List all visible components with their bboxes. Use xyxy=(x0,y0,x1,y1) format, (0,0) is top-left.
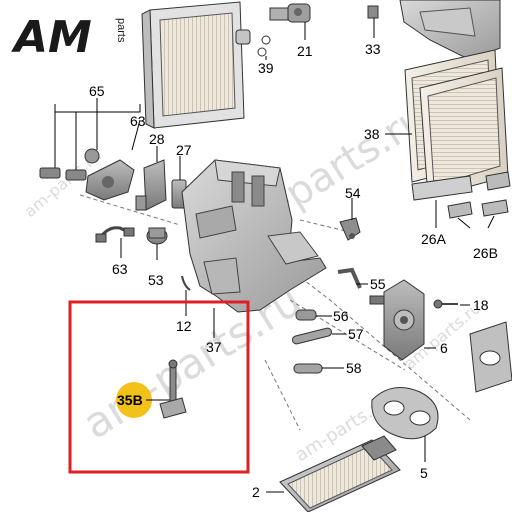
part-57-rod xyxy=(291,327,333,345)
callout-63-top: 63 xyxy=(130,113,146,129)
callout-26b: 26B xyxy=(473,245,498,261)
callout-35b: 35B xyxy=(117,392,143,408)
highlight-box xyxy=(68,300,250,474)
callout-6: 6 xyxy=(440,340,448,356)
part-33-clip xyxy=(367,5,379,19)
part-top-right-housing xyxy=(399,0,501,61)
part-37-heater-housing xyxy=(181,159,327,313)
callout-5: 5 xyxy=(420,465,428,481)
callout-27: 27 xyxy=(176,142,192,158)
callout-57: 57 xyxy=(348,326,364,342)
callout-54: 54 xyxy=(345,185,361,201)
part-6-servo-motor xyxy=(369,279,425,361)
part-63-wire-clip xyxy=(95,226,135,243)
callout-18: 18 xyxy=(473,297,489,313)
callout-33: 33 xyxy=(365,41,381,57)
part-56-link xyxy=(295,309,317,321)
part-2-heater-core xyxy=(279,435,401,512)
part-21-valve xyxy=(269,3,311,23)
callout-53: 53 xyxy=(148,272,164,288)
callout-39: 39 xyxy=(258,60,274,76)
part-53-motor xyxy=(146,227,168,245)
callout-65: 65 xyxy=(89,83,105,99)
part-5-seal xyxy=(371,387,439,440)
highlight-marker xyxy=(116,382,152,418)
part-28-actuator xyxy=(135,159,167,211)
part-18-screw xyxy=(433,299,458,309)
callout-12: 12 xyxy=(176,318,192,334)
callout-37: 37 xyxy=(206,339,222,355)
part-39-evaporator xyxy=(141,1,271,129)
part-65-connectors xyxy=(39,148,135,201)
logo-suffix: parts xyxy=(115,18,127,43)
am-parts-logo: AM parts xyxy=(11,12,127,63)
part-55-lever xyxy=(337,267,362,289)
part-54-bracket xyxy=(339,217,361,241)
callout-26a: 26A xyxy=(421,231,447,247)
part-58-rod xyxy=(293,363,323,374)
callout-38: 38 xyxy=(364,126,380,142)
callout-2: 2 xyxy=(252,484,260,500)
logo-mark: AM xyxy=(11,12,92,63)
callout-21: 21 xyxy=(297,43,313,59)
part-12-clip xyxy=(181,275,191,291)
part-35b-flap-lever xyxy=(159,359,187,419)
callout-28: 28 xyxy=(149,131,165,147)
callout-56: 56 xyxy=(333,308,349,324)
callout-55: 55 xyxy=(370,276,386,292)
part-gasket-right xyxy=(469,321,512,393)
callout-63-bottom: 63 xyxy=(112,261,128,277)
part-38-cabin-filter xyxy=(404,49,509,199)
part-26-seals xyxy=(411,171,511,219)
callout-58: 58 xyxy=(346,360,362,376)
